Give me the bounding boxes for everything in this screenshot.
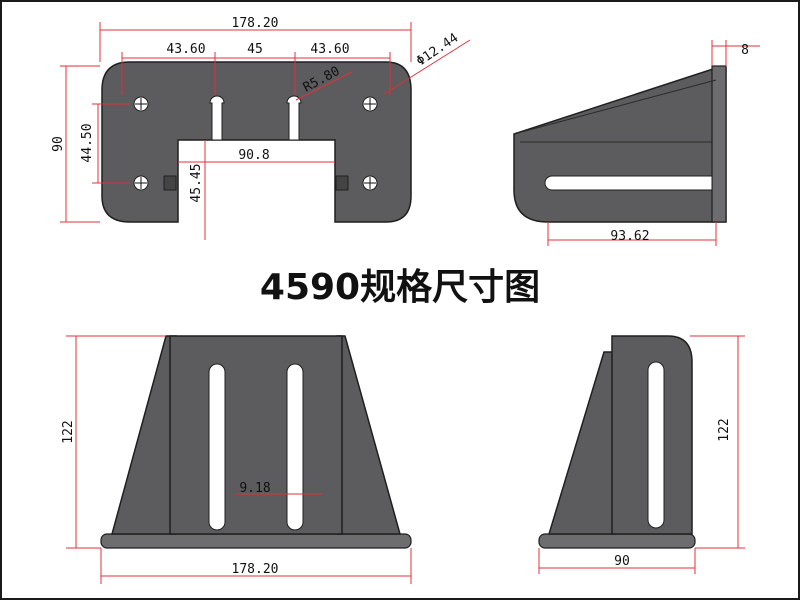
top-notch-width-label: 90.8 (238, 148, 269, 163)
top-view-body (101, 61, 412, 223)
drawing-title: 4590规格尺寸图 (259, 267, 541, 308)
front-view: 122 9.18 178.20 (61, 335, 412, 584)
end-view-slot (647, 361, 665, 529)
front-width-label: 178.20 (232, 562, 279, 577)
top-view-tab-right (335, 175, 349, 191)
top-width-label: 178.20 (232, 16, 279, 31)
end-view-gusset (547, 351, 615, 535)
side-view: 8 93.62 (513, 40, 760, 246)
front-view-slot-left (208, 363, 226, 531)
front-slot-width-label: 9.18 (239, 481, 270, 496)
top-view: 178.20 43.60 45 43.60 Φ12.44 R5.80 90 44… (51, 16, 471, 240)
side-view-body (513, 67, 727, 223)
top-view-keyhole-left (209, 95, 225, 141)
end-view: 122 90 (538, 335, 745, 574)
side-view-plate (711, 65, 727, 223)
top-inner-height-label: 44.50 (80, 123, 95, 162)
front-view-gusset-right (336, 335, 401, 535)
top-view-tab-left (163, 175, 177, 191)
top-height-label: 90 (51, 136, 66, 152)
top-notch-depth-label: 45.45 (189, 163, 204, 202)
end-view-base (538, 533, 696, 549)
front-view-plate (169, 335, 343, 535)
side-thickness-label: 8 (741, 43, 749, 58)
top-hole-mid-label: 45 (247, 42, 263, 57)
top-view-keyhole-right (286, 95, 302, 141)
front-view-gusset-left (111, 335, 177, 535)
end-height-label: 122 (717, 418, 732, 441)
front-height-label: 122 (61, 420, 76, 443)
top-hole-left-label: 43.60 (166, 42, 205, 57)
side-view-slot (544, 175, 713, 191)
front-view-slot-right (286, 363, 304, 531)
end-width-label: 90 (614, 554, 630, 569)
front-view-base (100, 533, 412, 549)
side-length-label: 93.62 (610, 229, 649, 244)
top-hole-right-label: 43.60 (310, 42, 349, 57)
